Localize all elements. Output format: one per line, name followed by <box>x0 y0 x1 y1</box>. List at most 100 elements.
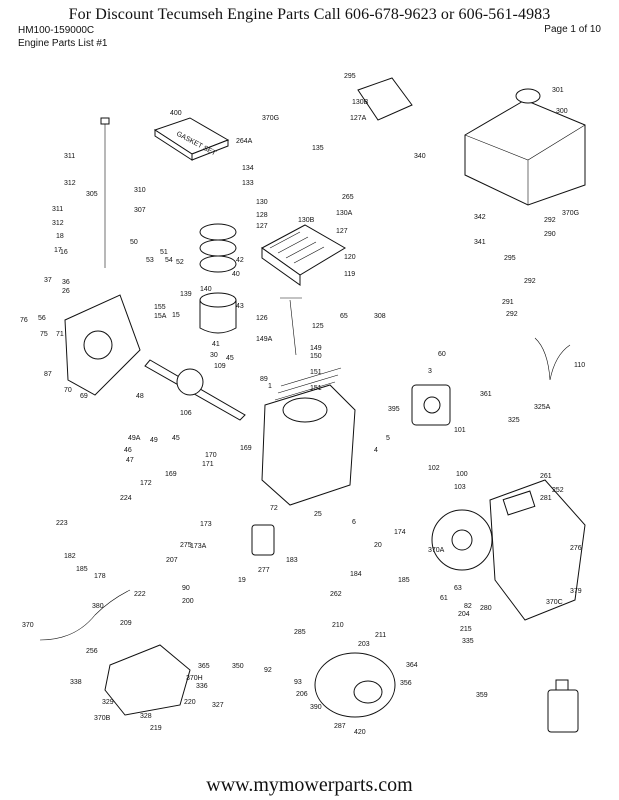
breather-assembly <box>357 77 413 121</box>
part-label-155: 155 <box>154 304 166 311</box>
part-label-295: 295 <box>504 255 516 262</box>
page-number: Page 1 of 10 <box>544 24 601 35</box>
part-label-305: 305 <box>86 191 98 198</box>
part-label-90: 90 <box>182 585 190 592</box>
part-label-172: 172 <box>140 480 152 487</box>
part-label-4: 4 <box>374 447 378 454</box>
part-label-56: 56 <box>38 315 46 322</box>
part-label-211: 211 <box>375 632 386 639</box>
part-label-133: 133 <box>242 180 254 187</box>
part-label-149A: 149A <box>256 336 273 343</box>
part-label-92: 92 <box>264 667 272 674</box>
part-label-311: 311 <box>52 206 63 213</box>
parts-list-title: Engine Parts List #1 <box>18 38 108 49</box>
part-label-126: 126 <box>256 315 268 322</box>
fuel-tank <box>464 88 586 206</box>
part-label-102: 102 <box>428 465 440 472</box>
part-label-292: 292 <box>524 278 536 285</box>
part-label-25: 25 <box>314 511 322 518</box>
ground-wire <box>39 589 131 641</box>
part-label-356: 356 <box>400 680 412 687</box>
part-label-341: 341 <box>474 239 486 246</box>
part-label-335: 335 <box>462 638 474 645</box>
part-label-301: 301 <box>552 87 564 94</box>
part-label-287: 287 <box>334 723 346 730</box>
part-label-379: 379 <box>570 588 582 595</box>
header-meta: HM100-159000C Engine Parts List #1 <box>18 24 108 50</box>
cylinder-head <box>261 224 346 286</box>
part-label-210: 210 <box>332 622 344 629</box>
part-label-277: 277 <box>258 567 270 574</box>
part-label-139: 139 <box>180 291 192 298</box>
part-label-135: 135 <box>312 145 324 152</box>
part-label-41: 41 <box>212 341 220 348</box>
part-label-16: 16 <box>60 249 68 256</box>
part-label-101: 101 <box>454 427 466 434</box>
part-label-327: 327 <box>212 702 224 709</box>
part-label-380: 380 <box>92 603 104 610</box>
part-label-170: 170 <box>205 452 217 459</box>
part-label-100: 100 <box>456 471 468 478</box>
part-label-275: 275 <box>180 542 192 549</box>
part-label-370C: 370C <box>546 599 563 606</box>
part-label-390: 390 <box>310 704 322 711</box>
part-label-15: 15 <box>172 312 180 319</box>
part-label-15A: 15A <box>154 313 167 320</box>
part-label-89: 89 <box>260 376 268 383</box>
part-label-325A: 325A <box>534 404 551 411</box>
part-label-265: 265 <box>342 194 354 201</box>
part-label-328: 328 <box>140 713 152 720</box>
part-label-110: 110 <box>574 362 585 369</box>
part-label-149: 149 <box>310 345 322 352</box>
part-label-63: 63 <box>454 585 462 592</box>
part-label-359: 359 <box>476 692 488 699</box>
gasket-set-box: GASKET SET <box>153 117 230 161</box>
part-label-295: 295 <box>344 73 356 80</box>
part-label-223: 223 <box>56 520 68 527</box>
part-label-200: 200 <box>182 598 194 605</box>
part-label-292: 292 <box>506 311 518 318</box>
part-label-365: 365 <box>198 663 210 670</box>
part-label-17: 17 <box>54 247 62 254</box>
part-label-291: 291 <box>502 299 514 306</box>
part-label-70: 70 <box>64 387 72 394</box>
part-label-219: 219 <box>150 725 162 732</box>
part-label-52: 52 <box>176 259 184 266</box>
part-label-262: 262 <box>330 591 342 598</box>
part-label-120: 120 <box>344 254 356 261</box>
part-label-134: 134 <box>242 165 254 172</box>
part-label-338: 338 <box>70 679 82 686</box>
part-label-1: 1 <box>268 383 272 390</box>
part-label-292: 292 <box>544 217 556 224</box>
part-label-178: 178 <box>94 573 106 580</box>
part-label-5: 5 <box>386 435 390 442</box>
part-label-173A: 173A <box>190 543 207 550</box>
part-label-130: 130 <box>256 199 268 206</box>
part-label-350: 350 <box>232 663 244 670</box>
part-label-75: 75 <box>40 331 48 338</box>
part-label-395: 395 <box>388 406 400 413</box>
part-label-93: 93 <box>294 679 302 686</box>
part-label-130A: 130A <box>336 210 353 217</box>
part-label-261: 261 <box>540 473 552 480</box>
part-label-42: 42 <box>236 257 244 264</box>
part-label-203: 203 <box>358 641 370 648</box>
part-label-46: 46 <box>124 447 132 454</box>
part-label-87: 87 <box>44 371 52 378</box>
part-label-308: 308 <box>374 313 386 320</box>
part-label-150: 150 <box>310 353 322 360</box>
recoil-starter <box>314 652 396 718</box>
part-label-256: 256 <box>86 648 98 655</box>
part-label-220: 220 <box>184 699 196 706</box>
part-label-420: 420 <box>354 729 366 736</box>
part-label-285: 285 <box>294 629 306 636</box>
part-label-184: 184 <box>350 571 362 578</box>
part-label-18: 18 <box>56 233 64 240</box>
part-label-128: 128 <box>256 212 268 219</box>
part-label-400: 400 <box>170 110 182 117</box>
part-label-51: 51 <box>160 249 168 256</box>
part-label-264A: 264A <box>236 138 253 145</box>
part-label-310: 310 <box>134 187 146 194</box>
part-label-6: 6 <box>352 519 356 526</box>
